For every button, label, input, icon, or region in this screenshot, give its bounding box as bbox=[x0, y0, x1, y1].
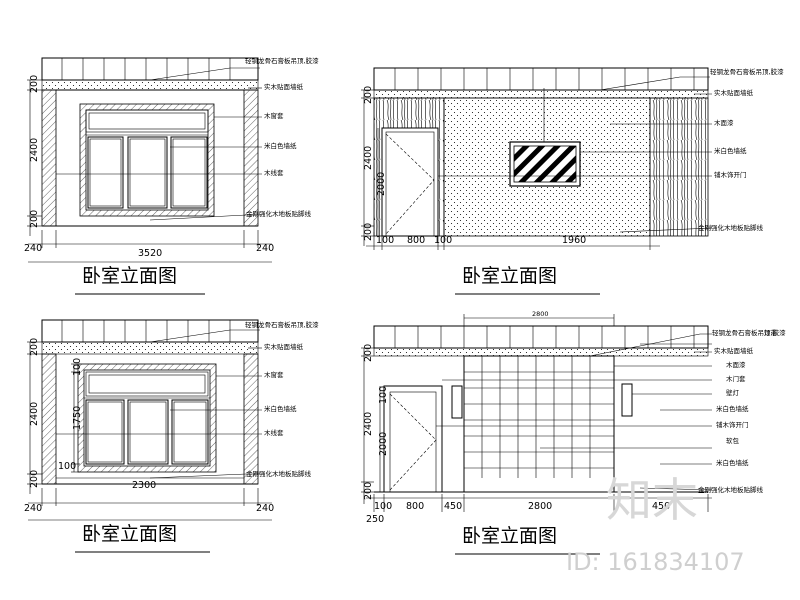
dim-h-2: 240 bbox=[256, 503, 274, 514]
dim-v-2: 2000 bbox=[376, 172, 387, 196]
ceiling-strip bbox=[373, 325, 709, 349]
label-1: 实木贴面墙纸 bbox=[714, 88, 754, 97]
soft-pack-panel bbox=[463, 355, 615, 493]
dim-v-3: 200 bbox=[363, 223, 374, 241]
dim-h-0: 100 bbox=[374, 501, 392, 512]
dim-h-0: 100 bbox=[376, 235, 394, 246]
label-3: 米白色墙纸 bbox=[264, 141, 297, 150]
door bbox=[383, 385, 443, 493]
dim-h-4: 450 bbox=[652, 501, 670, 512]
label-2: 木窗套 bbox=[264, 111, 284, 120]
label-4: 木线套 bbox=[264, 168, 284, 177]
dim-v-3: 2000 bbox=[378, 432, 389, 456]
left-wall bbox=[41, 353, 57, 485]
label-0: 轻钢龙骨石膏板吊顶,胶漆 bbox=[245, 56, 319, 65]
dim-h-5: 250 bbox=[366, 514, 384, 525]
label-2: 木面漆 bbox=[714, 118, 734, 127]
label-5: 金刚强化木地板贴脚线 bbox=[698, 223, 764, 232]
label-3: 木面漆 bbox=[726, 360, 746, 369]
dim-v-2: 200 bbox=[29, 210, 40, 228]
label-4: 木线套 bbox=[264, 428, 284, 437]
dim-v-0: 200 bbox=[29, 75, 40, 93]
dim-h-1: 3520 bbox=[138, 248, 162, 259]
dim-v-0: 200 bbox=[363, 344, 374, 362]
elevation-bottom-left: 200 2400 100 1750 100 200 240 2300 240 轻… bbox=[24, 319, 319, 553]
dim-v-1: 2400 bbox=[29, 138, 40, 162]
label-8: 软包 bbox=[726, 436, 740, 445]
door bbox=[381, 127, 439, 237]
label-4: 铺木饰开门 bbox=[714, 170, 747, 179]
label-9: 米白色墙纸 bbox=[716, 458, 749, 467]
label-3: 米白色墙纸 bbox=[714, 146, 747, 155]
dim-v-4: 200 bbox=[363, 482, 374, 500]
label-10: 金刚强化木地板贴脚线 bbox=[698, 485, 764, 494]
label-1: 实木贴面墙纸 bbox=[264, 82, 304, 91]
label-2: 实木贴面墙纸 bbox=[714, 346, 754, 355]
right-wall bbox=[243, 89, 259, 227]
dim-v-3: 1750 bbox=[72, 406, 83, 430]
watermark-id: ID: 161834107 bbox=[566, 548, 745, 576]
label-0: 灯带 bbox=[764, 328, 778, 337]
label-0: 轻钢龙骨石膏板吊顶,胶漆 bbox=[710, 67, 784, 76]
label-4: 木门套 bbox=[726, 374, 746, 383]
dim-h-3: 2800 bbox=[528, 501, 552, 512]
ceiling-strip bbox=[41, 319, 259, 343]
watermark-logo: 知末 bbox=[606, 473, 698, 527]
dim-v-0: 200 bbox=[29, 338, 40, 356]
elevation-top-left: 200 2400 200 240 3520 240 轻钢龙骨石膏板吊顶,胶漆 实… bbox=[24, 56, 319, 295]
label-1: 轻钢龙骨石膏板吊顶,胶漆 bbox=[712, 328, 786, 337]
dim-v-2: 100 bbox=[72, 358, 83, 376]
dim-v-2: 100 bbox=[378, 386, 389, 404]
dim-h-2: 450 bbox=[444, 501, 462, 512]
dim-h-2: 100 bbox=[434, 235, 452, 246]
elevation-title: 卧室立面图 bbox=[462, 525, 557, 547]
dim-h-1: 2300 bbox=[132, 480, 156, 491]
dim-v-1: 2400 bbox=[363, 412, 374, 436]
label-6: 米白色墙纸 bbox=[716, 404, 749, 413]
dim-v-1: 2400 bbox=[363, 146, 374, 170]
wood-panel-right bbox=[649, 97, 709, 237]
elevation-bottom-right: 2800 bbox=[361, 310, 786, 555]
dim-h-0: 240 bbox=[24, 503, 42, 514]
label-0: 轻钢龙骨石膏板吊顶,胶漆 bbox=[245, 320, 319, 329]
dim-h-3: 1960 bbox=[562, 235, 586, 246]
wall-lamp-right bbox=[621, 383, 633, 417]
dim-h-1: 800 bbox=[406, 501, 424, 512]
elevation-top-right: 200 2400 2000 200 100 800 100 1960 轻钢龙骨石… bbox=[361, 67, 784, 295]
ceiling-strip bbox=[373, 67, 709, 91]
right-wall bbox=[243, 353, 259, 485]
label-1: 实木贴面墙纸 bbox=[264, 342, 304, 351]
dim-h-1: 800 bbox=[407, 235, 425, 246]
dim-v-1: 2400 bbox=[29, 402, 40, 426]
label-7: 铺木饰开门 bbox=[716, 420, 749, 429]
top-dim: 2800 bbox=[532, 310, 549, 318]
label-5: 金刚强化木地板贴脚线 bbox=[246, 469, 312, 478]
dim-h-2: 240 bbox=[256, 243, 274, 254]
ceiling-strip bbox=[41, 57, 259, 81]
elevation-title: 卧室立面图 bbox=[462, 265, 557, 287]
dim-v-0: 200 bbox=[363, 86, 374, 104]
elevation-title: 卧室立面图 bbox=[82, 523, 177, 545]
dim-h-0: 240 bbox=[24, 243, 42, 254]
dim-v-4: 100 bbox=[58, 461, 76, 472]
label-3: 米白色墙纸 bbox=[264, 404, 297, 413]
wall-lamp-left bbox=[451, 385, 463, 419]
label-5: 壁灯 bbox=[726, 388, 740, 397]
label-5: 金刚强化木地板贴脚线 bbox=[246, 209, 312, 218]
elevation-title: 卧室立面图 bbox=[82, 265, 177, 287]
left-wall bbox=[41, 89, 57, 227]
label-2: 木窗套 bbox=[264, 370, 284, 379]
dim-v-5: 200 bbox=[29, 470, 40, 488]
